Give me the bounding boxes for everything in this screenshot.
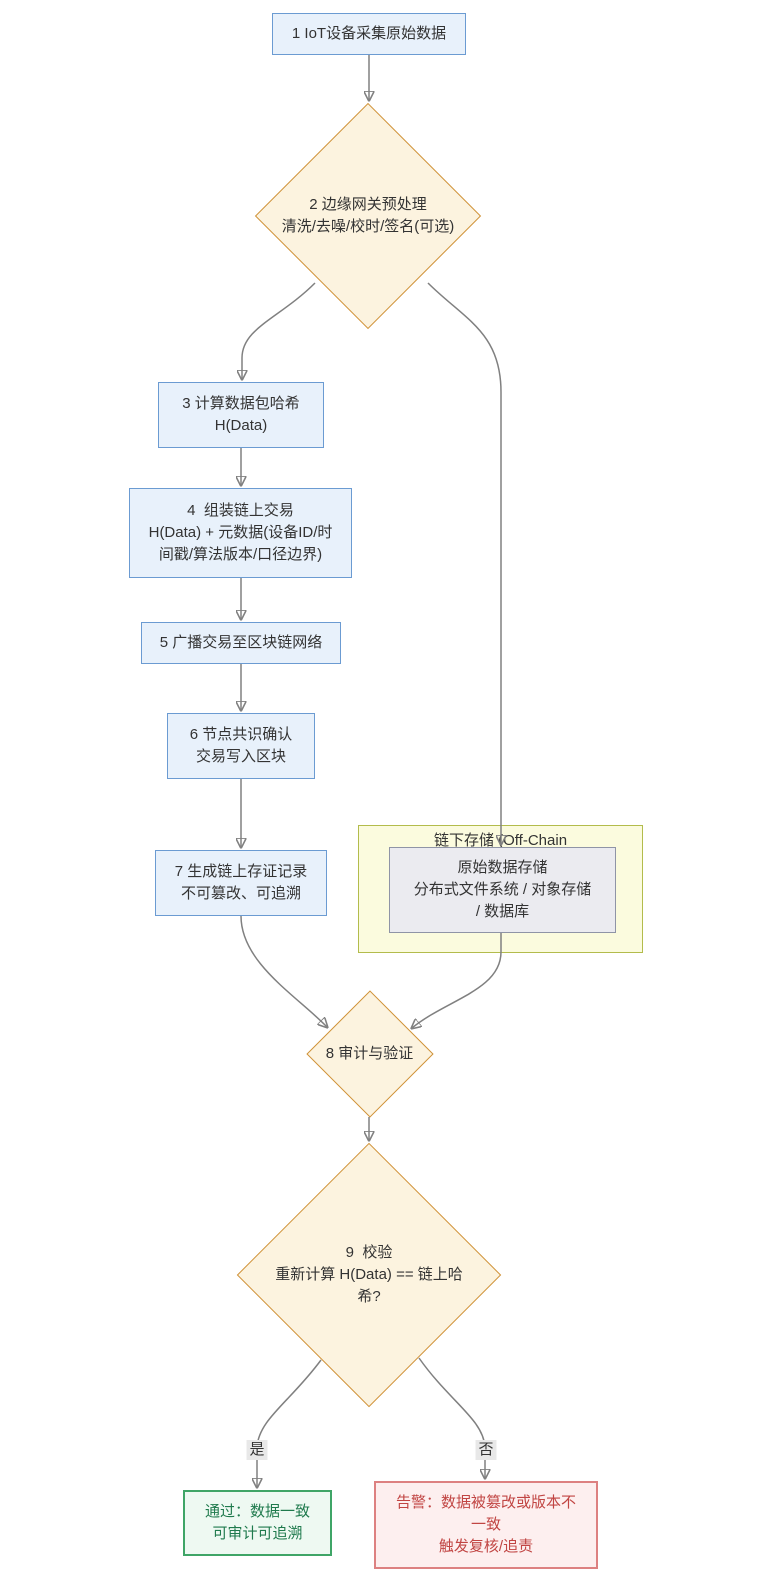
flow-node-alert: 告警：数据被篡改或版本不 一致 触发复核/追责 [374, 1481, 598, 1569]
flow-node-raw-storage: 原始数据存储 分布式文件系统 / 对象存储 / 数据库 [389, 847, 616, 933]
flow-node-assemble-tx-label: 4 组装链上交易 H(Data) + 元数据(设备ID/时 间戳/算法版本/口径… [148, 502, 333, 563]
flow-node-pass-label: 通过：数据一致 可审计可追溯 [204, 1503, 310, 1542]
flow-node-hash: 3 计算数据包哈希 H(Data) [158, 382, 324, 448]
flow-node-alert-label: 告警：数据被篡改或版本不 一致 触发复核/追责 [395, 1494, 576, 1555]
flow-node-record: 7 生成链上存证记录 不可篡改、可追溯 [155, 850, 327, 916]
flow-node-broadcast-label: 5 广播交易至区块链网络 [159, 634, 323, 651]
flow-decision-gateway-labelwrap: 2 边缘网关预处理 清洗/去噪/校时/签名(可选) [255, 103, 481, 329]
flow-decision-audit-labelwrap: 8 审计与验证 [306, 990, 433, 1117]
flow-node-assemble-tx: 4 组装链上交易 H(Data) + 元数据(设备ID/时 间戳/算法版本/口径… [129, 488, 352, 578]
edge-label-no: 否 [475, 1440, 497, 1460]
flow-node-record-label: 7 生成链上存证记录 不可篡改、可追溯 [174, 863, 308, 902]
flow-decision-gateway-label: 2 边缘网关预处理 清洗/去噪/校时/签名(可选) [281, 196, 455, 235]
flow-node-consensus-label: 6 节点共识确认 交易写入区块 [189, 726, 293, 765]
flow-decision-audit: 8 审计与验证 [305, 989, 434, 1118]
flow-node-broadcast: 5 广播交易至区块链网络 [141, 622, 341, 664]
flow-node-hash-label: 3 计算数据包哈希 H(Data) [182, 395, 300, 434]
flow-node-consensus: 6 节点共识确认 交易写入区块 [167, 713, 315, 779]
flow-decision-audit-label: 8 审计与验证 [325, 1044, 414, 1062]
flow-decision-verify-label: 9 校验 重新计算 H(Data) == 链上哈 希? [275, 1244, 463, 1305]
flow-node-collect: 1 IoT设备采集原始数据 [272, 13, 466, 55]
flow-decision-verify-labelwrap: 9 校验 重新计算 H(Data) == 链上哈 希? [237, 1143, 501, 1407]
edge-label-yes: 是 [246, 1440, 268, 1460]
flow-decision-gateway: 2 边缘网关预处理 清洗/去噪/校时/签名(可选) [254, 102, 482, 330]
flow-node-collect-label: 1 IoT设备采集原始数据 [291, 25, 447, 42]
flow-node-raw-storage-label: 原始数据存储 分布式文件系统 / 对象存储 / 数据库 [413, 859, 592, 920]
edge-gateway-to-storage [427, 282, 501, 844]
flow-decision-verify: 9 校验 重新计算 H(Data) == 链上哈 希? [236, 1142, 502, 1408]
flow-node-pass: 通过：数据一致 可审计可追溯 [183, 1490, 332, 1556]
